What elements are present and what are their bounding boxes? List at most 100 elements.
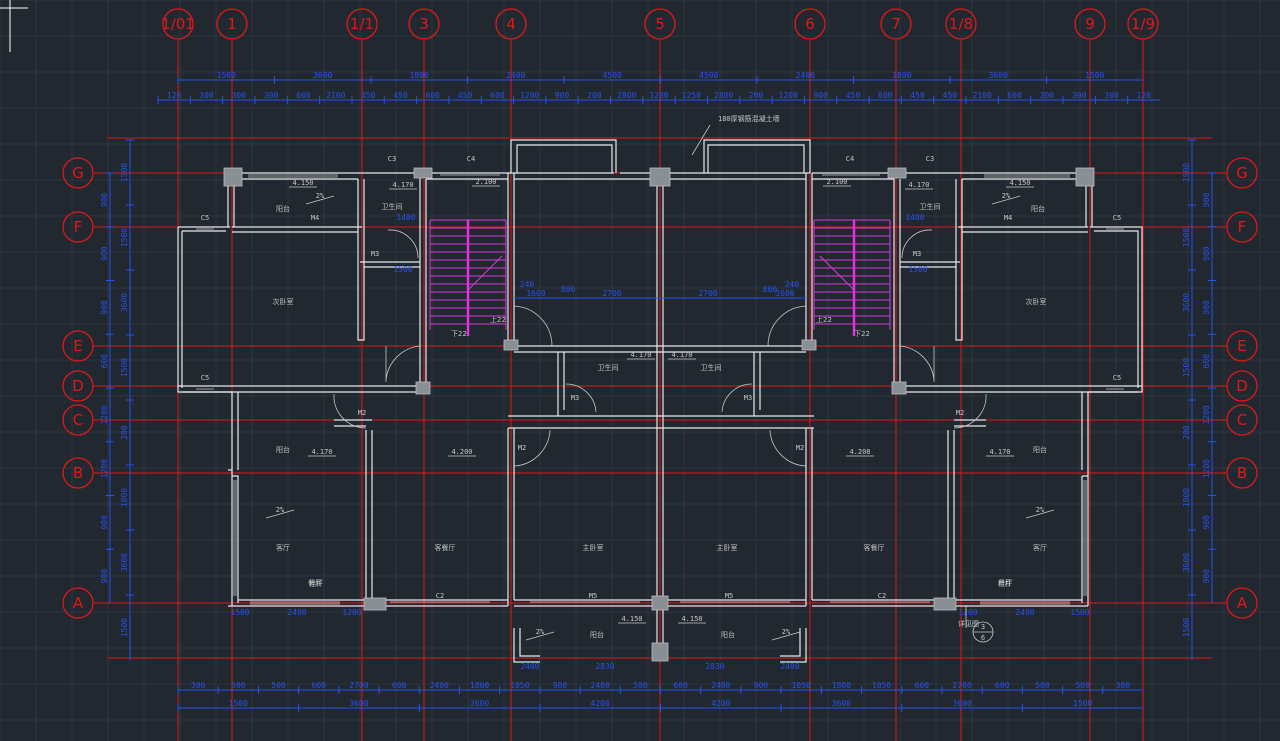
dim-text: 1050 (792, 681, 811, 690)
axis-bubble-A-right: A (1226, 587, 1258, 619)
note-concrete-wall: 180厚钢筋混凝土墙 (718, 114, 780, 123)
dim-text: 450 (910, 91, 925, 100)
level-label: 4.170 (908, 181, 929, 189)
dim-text: 2400 (591, 681, 610, 690)
dim-text: 3600 (120, 553, 129, 572)
dim-text: 1200 (100, 459, 109, 478)
dim-text: 200 (1182, 425, 1191, 440)
dim-text: 2830 (595, 662, 614, 671)
dim-text: 200 (587, 91, 602, 100)
dim-text: 500 (1035, 681, 1050, 690)
room-label: 餐厅 (998, 578, 1012, 587)
dim-text: 600 (312, 681, 327, 690)
axis-bubble-1: 1 (216, 8, 248, 40)
detail-bubble-top: 3 (981, 623, 985, 631)
dim-text: 300 (1072, 91, 1087, 100)
dim-text: 2400 (1015, 608, 1034, 617)
axis-bubble-circle (1226, 211, 1258, 243)
dim-text: 600 (296, 91, 311, 100)
dim-text: 2100 (973, 91, 992, 100)
dim-text: 800 (763, 285, 778, 294)
dim-text: 3600 (832, 699, 851, 708)
axis-bubble-circle (62, 157, 94, 189)
dim-text: 2100 (326, 91, 345, 100)
dim-text: 1500 (1182, 618, 1191, 637)
axis-bubble-A-left: A (62, 587, 94, 619)
axis-bubble-1/8: 1/8 (945, 8, 977, 40)
axis-bubble-1/9: 1/9 (1127, 8, 1159, 40)
slope-label: 2% (1002, 192, 1011, 200)
dim-text: 600 (490, 91, 505, 100)
axis-bubble-label: 4 (506, 15, 516, 33)
opening-tag: C5 (1113, 374, 1121, 382)
dim-text: 2400 (796, 71, 815, 80)
room-labels: 阳台卫生间次卧室卫生间卫生间次卧室卫生间阳台阳台客厅餐厅客餐厅主卧室主卧室客餐厅… (273, 202, 1048, 639)
dim-text: 900 (1202, 300, 1211, 315)
axis-bubble-5: 5 (644, 8, 676, 40)
dim-text: 1800 (892, 71, 911, 80)
dim-text: 2400 (711, 681, 730, 690)
axis-bubble-label: D (72, 377, 84, 395)
axis-bubble-circle (1226, 457, 1258, 489)
axis-bubble-7: 7 (880, 8, 912, 40)
dim-text: 200 (749, 91, 764, 100)
dim-text: 600 (392, 681, 407, 690)
level-label: 4.150 (1009, 179, 1030, 187)
axis-bubble-6: 6 (794, 8, 826, 40)
dim-text: 1500 (1070, 608, 1089, 617)
dim-text: 450 (943, 91, 958, 100)
dim-text: 1500 (1182, 358, 1191, 377)
axis-bubble-B-right: B (1226, 457, 1258, 489)
dim-text: 1500 (393, 265, 412, 274)
dim-text: 1200 (779, 91, 798, 100)
door-swings (333, 229, 987, 467)
dim-text: 1600 (526, 289, 545, 298)
dim-text: 1200 (1202, 405, 1211, 424)
axis-bubble-label: 5 (655, 15, 665, 33)
axis-bubble-circle (62, 404, 94, 436)
dim-text: 900 (1202, 246, 1211, 261)
dim-text: 4200 (711, 699, 730, 708)
stair-break-line (467, 255, 503, 291)
opening-tag: M3 (371, 250, 379, 258)
axis-bubble-label: 6 (805, 15, 815, 33)
opening-tag: M2 (796, 444, 804, 452)
axis-bubble-label: F (1238, 218, 1247, 236)
dim-text: 1800 (120, 488, 129, 507)
level-label: 2.100 (826, 178, 847, 186)
opening-tag: M4 (1004, 214, 1012, 222)
axis-bubble-label: G (72, 164, 84, 182)
dim-text: 120 (167, 91, 182, 100)
axis-bubble-label: 7 (891, 15, 901, 33)
axis-bubble-circle (408, 8, 440, 40)
axis-bubble-circle (794, 8, 826, 40)
room-label: 客餐厅 (864, 543, 885, 552)
detail-note: 详见图 (958, 619, 979, 628)
dim-text: 1400 (905, 213, 924, 222)
axis-bubble-label: G (1236, 164, 1248, 182)
level-label: 4.150 (292, 179, 313, 187)
room-label: 阳台 (276, 204, 290, 213)
dim-text: 600 (915, 681, 930, 690)
dim-text: 2400 (780, 662, 799, 671)
axis-bubble-label: B (73, 464, 83, 482)
axis-bubble-label: C (1237, 411, 1247, 429)
dim-text: 1600 (775, 289, 794, 298)
dim-text: 3600 (470, 699, 489, 708)
dim-text: 1280 (649, 91, 668, 100)
dim-text: 300 (199, 91, 214, 100)
dim-text: 600 (878, 91, 893, 100)
axis-bubble-label: A (1237, 594, 1248, 612)
level-label: 4.200 (451, 448, 472, 456)
axis-bubble-circle (62, 370, 94, 402)
dim-text: 900 (100, 515, 109, 530)
opening-tag: M2 (956, 409, 964, 417)
dim-text: 240 (785, 280, 800, 289)
dim-text: 450 (846, 91, 861, 100)
axis-bubble-circle (1226, 157, 1258, 189)
dim-text: 240 (520, 280, 535, 289)
